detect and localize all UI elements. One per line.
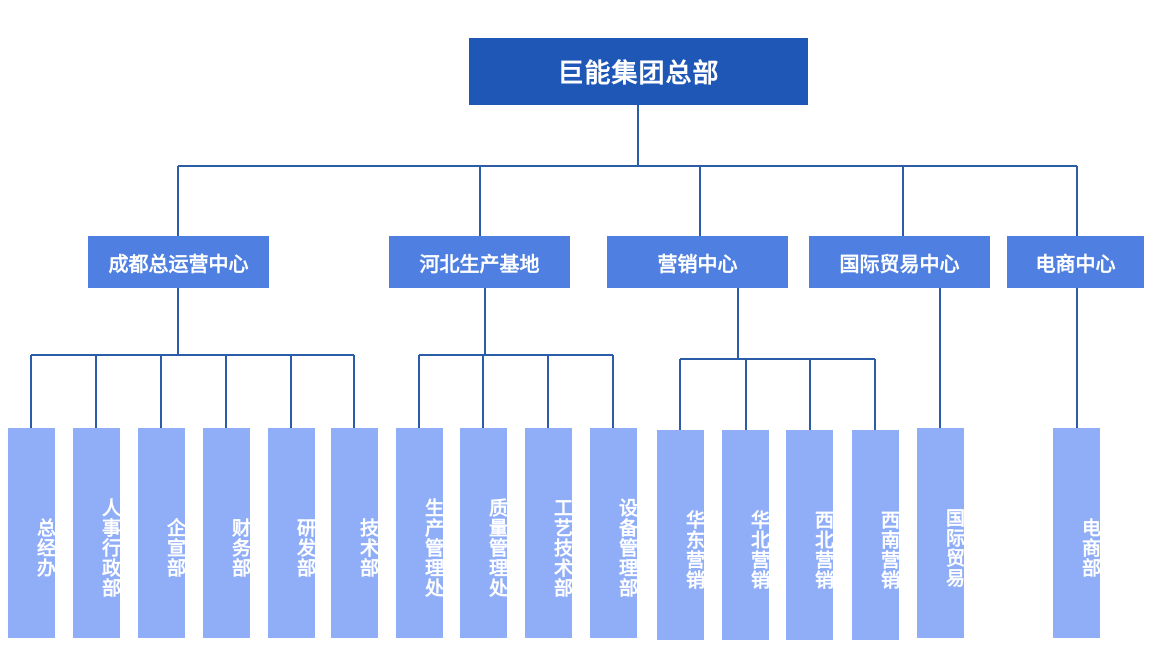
department-node: 研发部 — [268, 428, 316, 638]
department-node: 西北营销 — [786, 430, 834, 640]
root-node: 巨能集团总部 — [469, 38, 808, 105]
department-node: 电商部 — [1053, 428, 1101, 638]
department-node: 财务部 — [203, 428, 251, 638]
department-node: 质量管理处 — [460, 428, 508, 638]
center-node-hebei: 河北生产基地 — [389, 236, 570, 288]
center-node-ecommerce: 电商中心 — [1007, 236, 1144, 288]
center-node-marketing: 营销中心 — [607, 236, 788, 288]
department-node: 生产管理处 — [396, 428, 444, 638]
center-node-trade: 国际贸易中心 — [809, 236, 990, 288]
department-node: 工艺技术部 — [525, 428, 573, 638]
department-node: 华东营销 — [657, 430, 705, 640]
department-node: 西南营销 — [852, 430, 900, 640]
department-node: 国际贸易 — [917, 428, 965, 638]
department-node: 设备管理部 — [590, 428, 638, 638]
department-node: 人事行政部 — [73, 428, 121, 638]
department-node: 华北营销 — [722, 430, 770, 640]
center-node-chengdu: 成都总运营中心 — [88, 236, 269, 288]
department-node: 企宣部 — [138, 428, 186, 638]
department-node: 总经办 — [8, 428, 56, 638]
department-node: 技术部 — [331, 428, 379, 638]
